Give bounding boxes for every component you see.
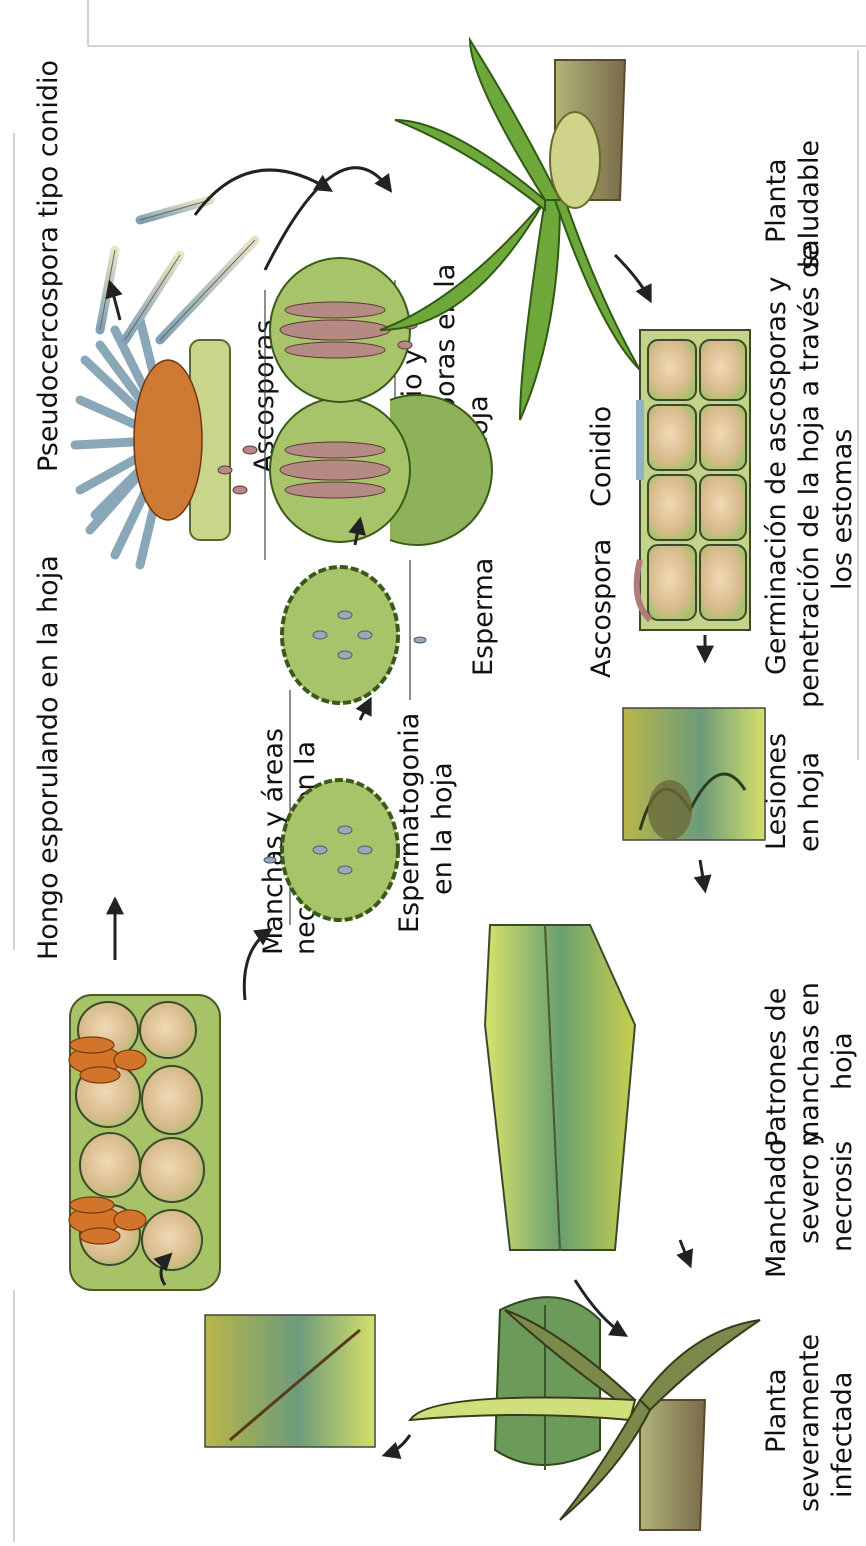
label-espermatogonia: Espermatogonia en la hoja [394,713,458,933]
svg-text:Planta: Planta [761,158,792,243]
label-germinacion: Germinación de ascosporas y penetración … [761,244,858,708]
label-esperma: Esperma [468,558,499,676]
label-ascospora: Ascospora [586,539,617,678]
label-manchado: Manchado severo y necrosis [761,1129,858,1278]
leaf-spot-patterns-illustration [485,925,635,1250]
arrow-icon [385,1435,410,1455]
severe-necrosis-leaf-illustration [495,1297,600,1470]
svg-text:necrosis: necrosis [827,1141,858,1252]
svg-text:Patrones de: Patrones de [761,988,792,1147]
label-conidio: Conidio [586,406,617,507]
arrow-icon [360,700,370,720]
arrow-icon [110,283,120,320]
conidiophore-illustration [75,320,230,565]
svg-text:manchas en: manchas en [794,982,825,1147]
label-patrones: Patrones de manchas en hoja [761,982,858,1147]
svg-text:penetración de la hoja a travé: penetración de la hoja a través de [794,244,825,708]
label-hongo: Hongo esporulando en la hoja [33,555,64,960]
label-pseudocercospora: Pseudocercospora tipo conidio [33,60,64,472]
svg-text:los estomas: los estomas [827,429,858,590]
label-lesiones: Lesiones en hoja [761,733,825,852]
svg-text:Espermatogonia: Espermatogonia [394,713,425,933]
svg-text:infectada: infectada [827,1372,858,1498]
arrow-icon [680,1240,690,1265]
svg-text:severamente: severamente [794,1334,825,1512]
germination-cells-illustration [637,330,750,630]
svg-text:en hoja: en hoja [794,752,825,852]
svg-text:hoja: hoja [827,1032,858,1090]
svg-text:Manchado: Manchado [761,1139,792,1278]
arrow-icon [615,255,650,300]
lesions-illustration [623,708,765,840]
sporulating-fungus-illustration [69,995,220,1290]
arrow-icon [265,168,390,270]
label-planta-infectada: Planta severamente infectada [761,1334,858,1512]
arrow-icon [700,860,705,890]
infected-leaf-box-illustration [205,1315,375,1447]
conidia-illustration [100,200,255,340]
arrow-icon [195,170,330,215]
svg-text:en la hoja: en la hoja [427,762,458,895]
svg-text:Planta: Planta [761,1368,792,1453]
label-planta-saludable: Planta saludable [761,140,825,270]
svg-text:saludable: saludable [794,140,825,270]
svg-text:Germinación de ascosporas y: Germinación de ascosporas y [761,276,792,675]
